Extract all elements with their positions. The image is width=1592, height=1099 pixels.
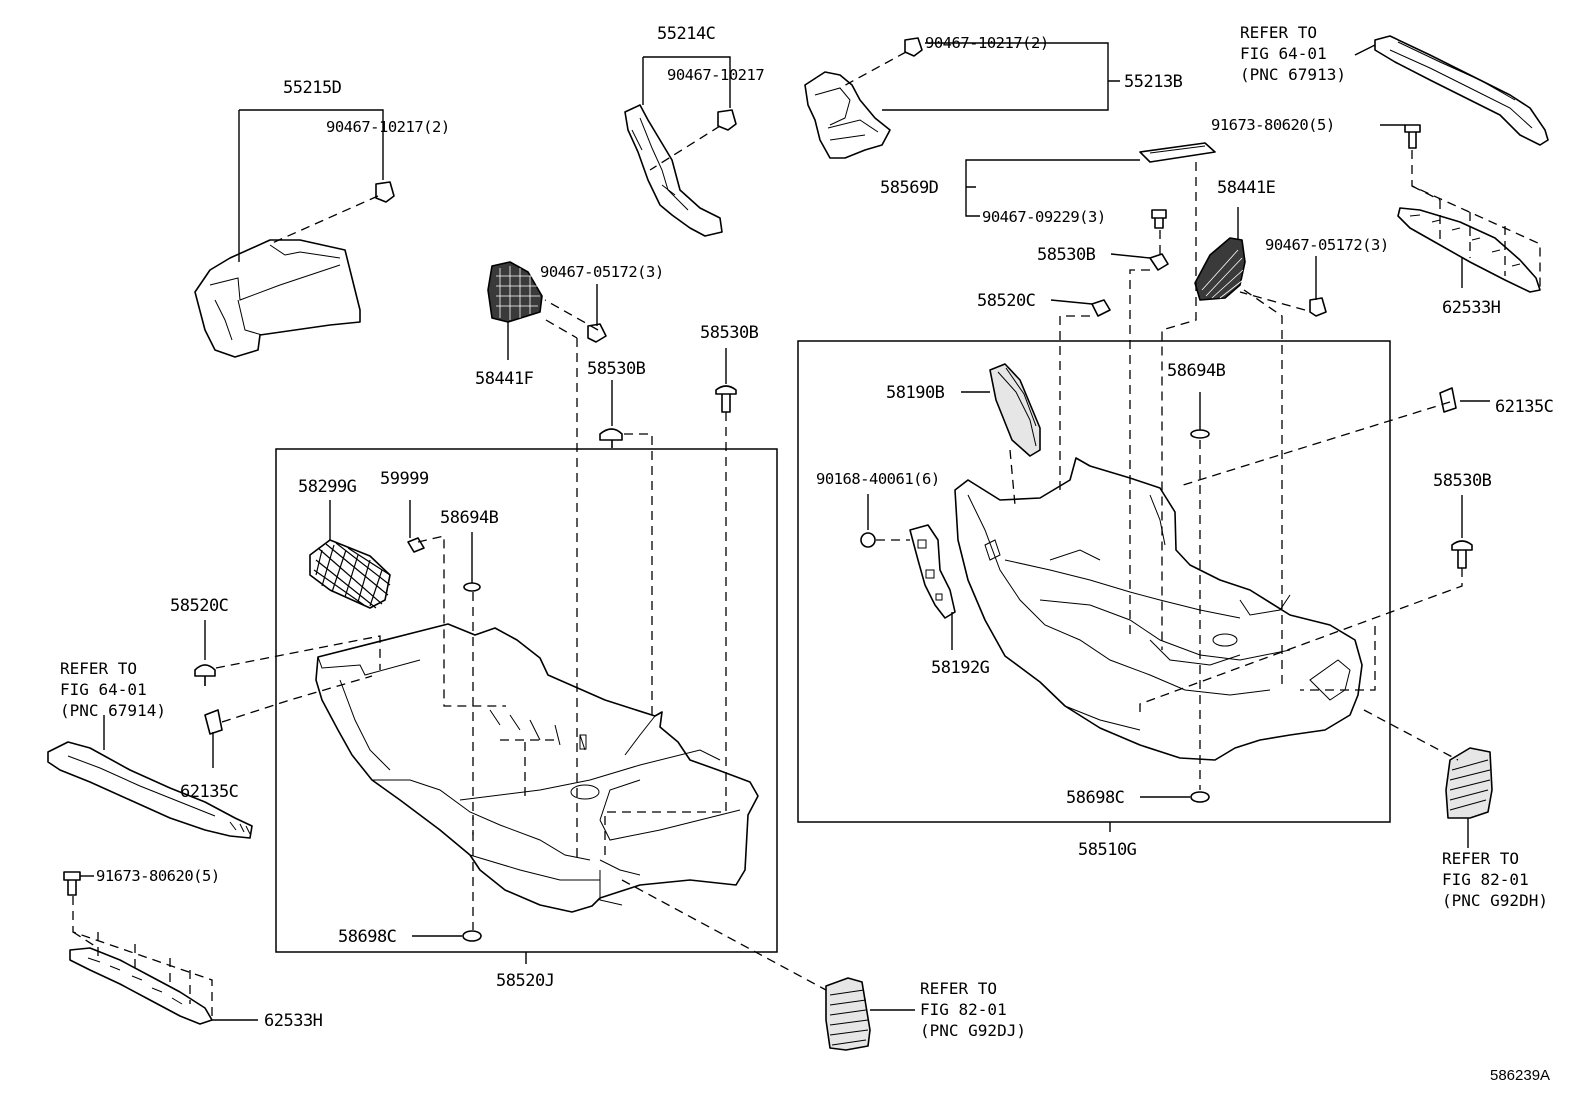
- label-55214C-clip: 90467-10217: [667, 66, 764, 84]
- label-55214C: 55214C: [657, 24, 715, 44]
- label-58520C-right: 58520C: [977, 291, 1035, 311]
- label-55215D: 55215D: [283, 78, 342, 98]
- label-refer-G92DH-line3: (PNC G92DH): [1442, 891, 1548, 910]
- illustration-id: 586239A: [1490, 1067, 1550, 1084]
- label-58510G: 58510G: [1078, 840, 1137, 860]
- label-58441E: 58441E: [1217, 178, 1276, 198]
- part-ref-G92DJ: [825, 977, 871, 1051]
- label-58530B-right-2: 58530B: [1433, 471, 1492, 491]
- floor-carpet-front: [954, 457, 1363, 761]
- label-58530B-left-mid: 58530B: [587, 359, 646, 379]
- label-62533H-left: 62533H: [264, 1011, 323, 1031]
- part-62533H-left: [69, 947, 213, 1025]
- part-55214C: [624, 104, 723, 237]
- part-58441F: [487, 261, 543, 323]
- part-55213B: [804, 71, 891, 159]
- label-58698C-left: 58698C: [338, 927, 396, 947]
- label-refer-67913-line2: FIG 64-01: [1240, 44, 1327, 63]
- label-58190B: 58190B: [886, 383, 945, 403]
- label-58569D: 58569D: [880, 178, 939, 198]
- floor-carpet-rear: [315, 623, 759, 913]
- label-refer-G92DJ-line3: (PNC G92DJ): [920, 1021, 1026, 1040]
- label-58694B-left: 58694B: [440, 508, 499, 528]
- label-refer-67914-line2: FIG 64-01: [60, 680, 147, 699]
- label-90168-40061: 90168-40061(6): [816, 470, 940, 488]
- label-refer-G92DH-line1: REFER TO: [1442, 849, 1519, 868]
- label-58530B-left-top: 58530B: [700, 323, 759, 343]
- label-62135C-right: 62135C: [1495, 397, 1553, 417]
- part-62533H-right: [1397, 207, 1541, 293]
- label-refer-67913-line3: (PNC 67913): [1240, 65, 1346, 84]
- label-62533H-right: 62533H: [1442, 298, 1501, 318]
- part-ref-G92DH: [1445, 747, 1493, 819]
- fasteners: [63, 37, 1473, 942]
- label-58698C-right: 58698C: [1066, 788, 1124, 808]
- label-58530B-right-top: 58530B: [1037, 245, 1096, 265]
- label-refer-67914-line1: REFER TO: [60, 659, 137, 678]
- label-58520J: 58520J: [496, 971, 554, 991]
- label-58192G: 58192G: [931, 658, 990, 678]
- label-55213B-clip: 90467-10217(2): [925, 34, 1049, 52]
- label-refer-G92DJ-line1: REFER TO: [920, 979, 997, 998]
- part-labels: 55215D 90467-10217(2) 55214C 90467-10217…: [60, 23, 1554, 1084]
- label-refer-G92DJ-line2: FIG 82-01: [920, 1000, 1007, 1019]
- part-58190B: [989, 363, 1041, 457]
- label-90467-09229: 90467-09229(3): [982, 208, 1106, 226]
- part-58299G: [309, 539, 391, 609]
- label-refer-67914-line3: (PNC 67914): [60, 701, 166, 720]
- label-62135C-left: 62135C: [180, 782, 238, 802]
- label-refer-G92DH-line2: FIG 82-01: [1442, 870, 1529, 889]
- label-refer-67913-line1: REFER TO: [1240, 23, 1317, 42]
- label-55215D-clip: 90467-10217(2): [326, 118, 450, 136]
- part-55215D: [194, 239, 361, 358]
- part-58441E: [1194, 237, 1246, 301]
- label-90467-05172-right: 90467-05172(3): [1265, 236, 1389, 254]
- part-ref-67913: [1374, 35, 1549, 146]
- label-91673-left: 91673-80620(5): [96, 867, 220, 885]
- label-58694B-right: 58694B: [1167, 361, 1226, 381]
- part-58569D: [1139, 142, 1216, 163]
- label-58520C-left: 58520C: [170, 596, 228, 616]
- part-58192G: [909, 524, 956, 619]
- leader-lines: [80, 42, 1490, 1021]
- label-55213B: 55213B: [1124, 72, 1183, 92]
- part-ref-67914: [47, 741, 253, 839]
- group-box-58510G: [797, 340, 1391, 823]
- assembly-lines: [72, 51, 1541, 1018]
- label-59999: 59999: [380, 469, 429, 489]
- label-91673-right: 91673-80620(5): [1211, 116, 1335, 134]
- label-90467-05172-left: 90467-05172(3): [540, 263, 664, 281]
- label-58299G: 58299G: [298, 477, 357, 497]
- label-58441F: 58441F: [475, 369, 534, 389]
